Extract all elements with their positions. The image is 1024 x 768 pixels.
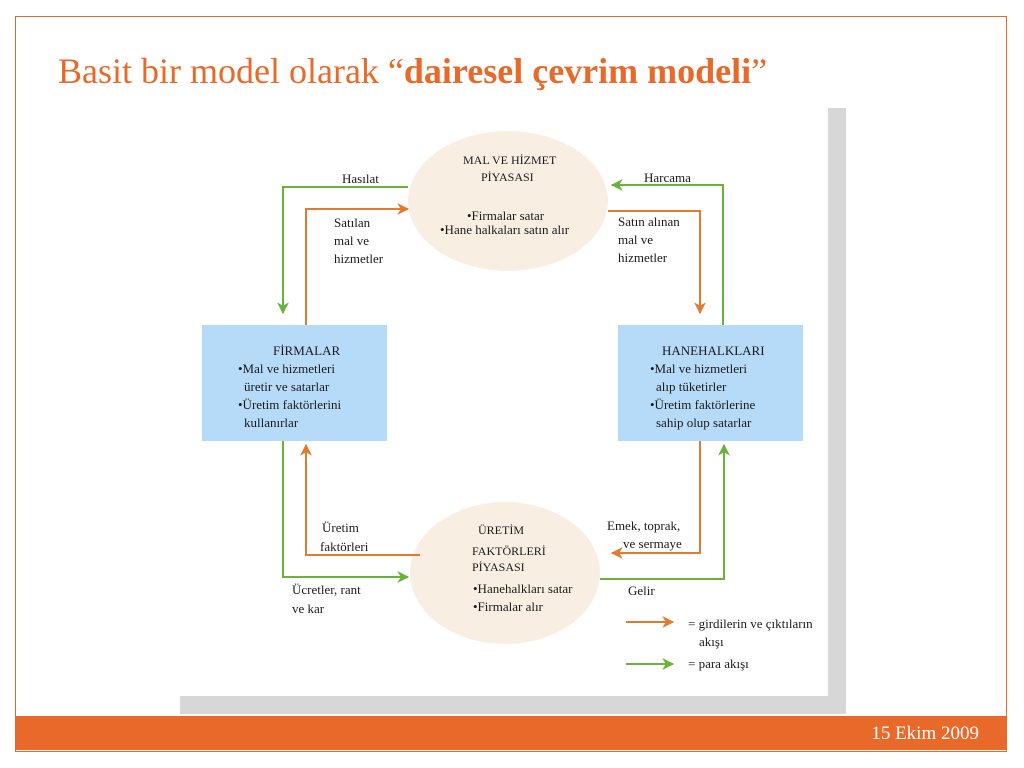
goods-bought-label-2: mal ve <box>618 232 654 247</box>
firms-line-1: •Mal ve hizmetleri <box>238 361 335 376</box>
factor-inputs-label-2: ve sermaye <box>623 536 682 551</box>
goods-market-bullet-2: •Hane halkaları satın alır <box>440 222 570 237</box>
footer-date: 15 Ekim 2009 <box>871 723 979 744</box>
factors-flow-arrow <box>300 443 420 556</box>
factors-label-1: Üretim <box>322 520 359 535</box>
spending-label: Harcama <box>644 170 691 185</box>
households-line-3: •Üretim faktörlerine <box>650 397 756 412</box>
revenue-label: Hasılat <box>342 171 379 186</box>
households-line-2: alıp tüketirler <box>656 379 727 394</box>
factor-inputs-label-1: Emek, toprak, <box>607 518 681 533</box>
goods-bought-label-3: hizmetler <box>618 250 668 265</box>
factor-market-title-3: PİYASASI <box>472 560 525 574</box>
legend-orange-label-2: akışı <box>699 634 724 649</box>
firms-line-4: kullanırlar <box>244 415 299 430</box>
wages-label-2: ve kar <box>292 601 325 616</box>
legend-orange-label-1: = girdilerin ve çıktıların <box>688 616 813 631</box>
factor-market-bullet-2: •Firmalar alır <box>473 599 543 614</box>
factor-market-bullet-1: •Hanehalkları satar <box>473 581 573 596</box>
footer-bar: 15 Ekim 2009 <box>15 716 1007 750</box>
households-line-4: sahip olup satarlar <box>656 415 752 430</box>
firms-line-3: •Üretim faktörlerini <box>238 397 342 412</box>
goods-bought-label-1: Satın alınan <box>618 214 680 229</box>
firms-title: FİRMALAR <box>273 343 341 358</box>
goods-market-ellipse <box>408 131 608 271</box>
title-emphasis: dairesel çevrim modeli <box>403 51 752 91</box>
goods-bought-flow-arrow <box>608 210 706 315</box>
goods-sold-flow-arrow <box>305 203 410 325</box>
income-label: Gelir <box>628 583 655 598</box>
title-prefix: Basit bir model olarak “ <box>58 51 404 91</box>
firms-box <box>202 325 387 441</box>
firms-line-2: üretir ve satarlar <box>244 379 330 394</box>
factor-market-title-1: ÜRETİM <box>478 523 524 537</box>
legend-green-label: = para akışı <box>688 656 749 671</box>
factor-market-title-2: FAKTÖRLERİ <box>472 544 546 558</box>
goods-sold-label-2: mal ve <box>334 233 370 248</box>
slide-frame <box>15 16 1007 752</box>
factors-label-2: faktörleri <box>320 539 369 554</box>
factor-inputs-flow-arrow <box>610 441 701 559</box>
wages-label-1: Ücretler, rant <box>292 582 361 597</box>
revenue-flow-arrow <box>277 186 408 315</box>
income-flow-arrow <box>600 443 730 580</box>
title-suffix: ” <box>751 51 768 91</box>
goods-market-bullet-1: •Firmalar satar <box>467 208 545 223</box>
goods-market-title-2: PİYASASI <box>481 170 534 184</box>
households-box <box>618 325 803 441</box>
slide-title: Basit bir model olarak “dairesel çevrim … <box>58 50 767 92</box>
households-title: HANEHALKLARI <box>662 343 765 358</box>
goods-market-title-1: MAL VE HİZMET <box>463 153 557 167</box>
goods-sold-label-1: Satılan <box>334 215 371 230</box>
households-line-1: •Mal ve hizmetleri <box>650 361 747 376</box>
spending-flow-arrow <box>610 179 724 325</box>
goods-sold-label-3: hizmetler <box>334 251 384 266</box>
wages-flow-arrow <box>282 441 410 583</box>
factor-market-ellipse <box>410 502 600 644</box>
